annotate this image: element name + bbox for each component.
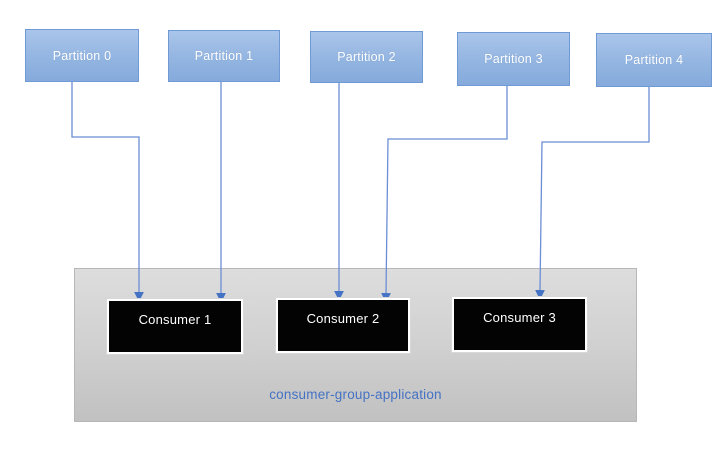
consumer-2-box: Consumer 2 — [275, 297, 411, 354]
partition-1-box: Partition 1 — [168, 30, 280, 82]
partition-2-label: Partition 2 — [337, 50, 396, 64]
partition-0-label: Partition 0 — [52, 48, 112, 63]
partition-0-box: Partition 0 — [25, 29, 139, 82]
partition-3-box: Partition 3 — [457, 32, 570, 86]
partition-2-box: Partition 2 — [310, 31, 423, 83]
consumer-group-label: consumer-group-application — [269, 387, 442, 402]
connector-partition3-consumer2 — [381, 86, 508, 303]
partition-4-label: Partition 4 — [624, 53, 684, 67]
connector-partition0-consumer1 — [71, 82, 144, 302]
consumer-1-label: Consumer 1 — [138, 312, 212, 327]
consumer-2-label: Consumer 2 — [306, 311, 380, 326]
consumer-3-box: Consumer 3 — [451, 296, 588, 353]
partition-4-box: Partition 4 — [596, 33, 712, 87]
consumer-3-label: Consumer 3 — [483, 310, 556, 325]
partition-3-label: Partition 3 — [484, 52, 543, 66]
consumer-1-box: Consumer 1 — [106, 298, 244, 355]
connector-partition4-consumer3 — [535, 87, 650, 300]
partition-1-label: Partition 1 — [194, 49, 254, 63]
